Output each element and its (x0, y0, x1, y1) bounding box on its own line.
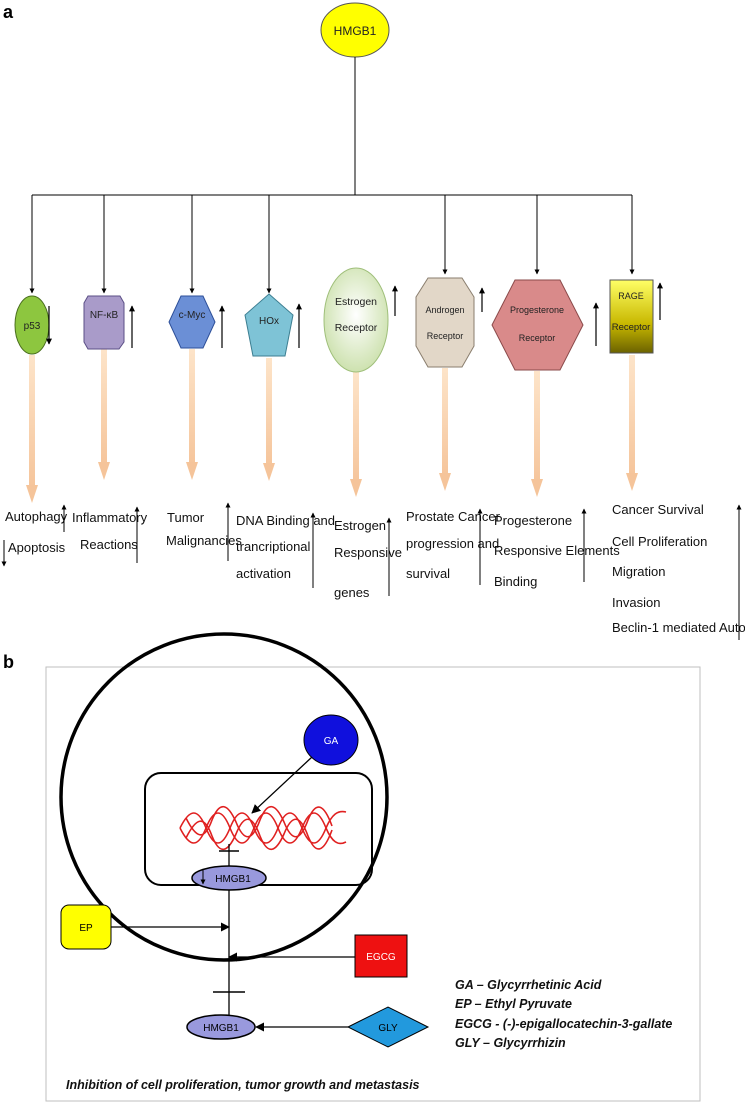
signal-stems (26, 349, 638, 503)
node-p53: p53 (14, 295, 52, 355)
node-p53-label: p53 (24, 321, 41, 332)
outcome-prostate-cancer: Prostate Cancer progression and survival (406, 508, 501, 585)
node-androgen-label-1: Androgen (425, 305, 464, 315)
svg-text:Tumor: Tumor (167, 510, 205, 525)
outcome-inflammatory: Inflammatory Reactions (72, 506, 148, 563)
svg-text:Autophagy: Autophagy (5, 509, 68, 524)
node-androgen-receptor: Androgen Receptor (415, 277, 485, 368)
ga-label: GA (324, 736, 339, 747)
node-androgen-label-2: Receptor (427, 331, 464, 341)
branch-arrows (29, 195, 635, 294)
svg-text:Prostate Cancer: Prostate Cancer (406, 509, 501, 524)
legend-ga: GA – Glycyrrhetinic Acid (455, 978, 602, 992)
node-nfkb: NF-κB (83, 295, 135, 350)
node-hox: HOx (244, 293, 302, 357)
hmgb1-root-label: HMGB1 (334, 24, 377, 38)
svg-text:trancriptional: trancriptional (236, 539, 311, 554)
cell-membrane (59, 632, 389, 962)
panel-b-label: b (3, 652, 14, 672)
hmgb1-extracellular-node (186, 1014, 256, 1040)
hmgb1-nuclear-label: HMGB1 (215, 874, 251, 885)
svg-text:Responsive: Responsive (334, 545, 402, 560)
dna-helix-icon (179, 805, 347, 851)
svg-text:Estrogen: Estrogen (334, 518, 386, 533)
outcome-tumor: Tumor Malignancies (166, 502, 242, 561)
panel-b-caption: Inhibition of cell proliferation, tumor … (66, 1078, 420, 1092)
svg-text:genes: genes (334, 585, 370, 600)
svg-text:Migration: Migration (612, 564, 665, 579)
node-hox-label: HOx (259, 316, 279, 327)
legend-gly: GLY – Glycyrrhizin (455, 1036, 566, 1050)
svg-text:DNA Binding and: DNA Binding and (236, 513, 335, 528)
gly-node (346, 1006, 430, 1048)
node-estrogen-receptor: Estrogen Receptor (323, 267, 398, 373)
svg-text:Inflammatory: Inflammatory (72, 510, 148, 525)
svg-text:Invasion: Invasion (612, 595, 660, 610)
node-progesterone-receptor: Progesterone Receptor (491, 279, 599, 371)
svg-text:Apoptosis: Apoptosis (8, 540, 66, 555)
node-cmyc-label: c-Myc (179, 310, 206, 321)
node-estrogen-label-1: Estrogen (335, 296, 377, 308)
ga-node (303, 714, 359, 766)
outcome-progesterone-elements: Progesterone Responsive Elements Binding (494, 508, 620, 589)
svg-text:Cell Proliferation: Cell Proliferation (612, 534, 707, 549)
svg-text:Progesterone: Progesterone (494, 513, 572, 528)
egcg-node (354, 934, 408, 978)
svg-text:Responsive Elements: Responsive Elements (494, 543, 620, 558)
svg-text:Beclin-1 mediated Autophagy: Beclin-1 mediated Autophagy (612, 620, 745, 635)
svg-text:Malignancies: Malignancies (166, 533, 242, 548)
legend: GA – Glycyrrhetinic Acid EP – Ethyl Pyru… (455, 978, 672, 1050)
legend-ep: EP – Ethyl Pyruvate (455, 997, 572, 1011)
outcome-dna-binding: DNA Binding and trancriptional activatio… (236, 512, 335, 588)
node-cmyc: c-Myc (168, 295, 225, 349)
node-estrogen-label-2: Receptor (335, 322, 378, 334)
outcome-estrogen-genes: Estrogen Responsive genes (334, 517, 402, 600)
svg-text:Cancer Survival: Cancer Survival (612, 502, 704, 517)
node-rage-label-2: Receptor (612, 322, 651, 333)
svg-text:Binding: Binding (494, 574, 537, 589)
svg-text:Reactions: Reactions (80, 537, 138, 552)
node-nfkb-label: NF-κB (90, 310, 119, 321)
ep-label: EP (79, 923, 93, 934)
outcome-rage-effects: Cancer Survival Cell Proliferation Migra… (612, 502, 745, 640)
node-progesterone-label-2: Receptor (519, 333, 556, 343)
egcg-label: EGCG (366, 952, 396, 963)
svg-text:survival: survival (406, 566, 450, 581)
outcome-autophagy: Autophagy Apoptosis (1, 504, 68, 567)
svg-text:progression and: progression and (406, 536, 499, 551)
node-rage-receptor: RAGE Receptor (609, 279, 663, 354)
legend-egcg: EGCG - (-)-epigallocatechin-3-gallate (455, 1017, 672, 1031)
hmgb1-extracellular-label: HMGB1 (203, 1023, 239, 1034)
svg-text:activation: activation (236, 566, 291, 581)
ga-arrow (251, 756, 313, 814)
node-rage-label-1: RAGE (618, 291, 644, 301)
node-progesterone-label-1: Progesterone (510, 305, 564, 315)
panel-a-label: a (3, 2, 14, 22)
gly-label: GLY (378, 1023, 398, 1034)
